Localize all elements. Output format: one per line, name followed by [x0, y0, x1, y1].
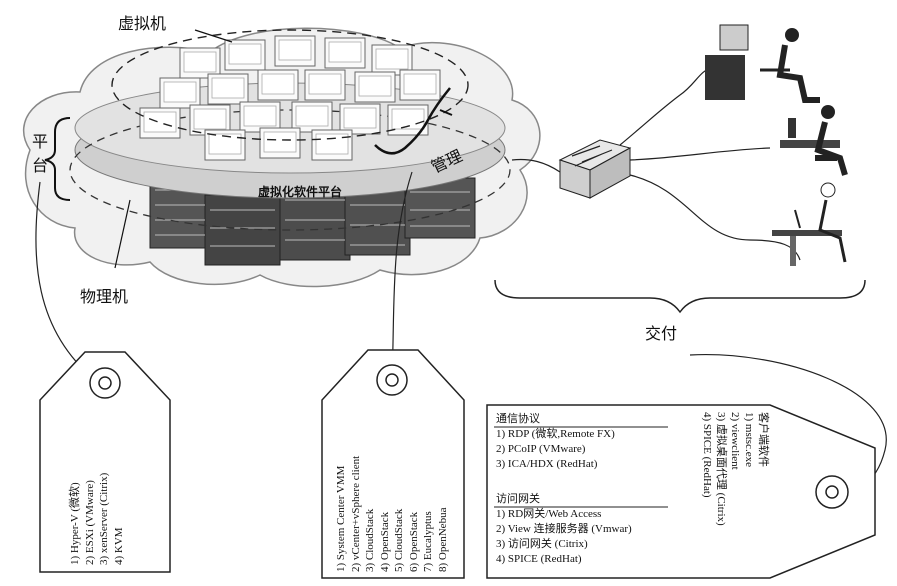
list-item: 1) RD网关/Web Access — [496, 508, 602, 520]
cable-switch-user2 — [629, 147, 771, 161]
gateway-title: 访问网关 — [496, 493, 540, 505]
vm-dashed-ellipse — [111, 29, 469, 141]
list-item: 4) KVM — [112, 527, 125, 565]
list-item: 1) RDP (微软,Remote FX) — [496, 428, 615, 440]
list-item: 2) vCenter+vSphere client — [349, 455, 362, 572]
list-item: 2) ESXi (VMware) — [83, 480, 96, 565]
protocols-title: 通信协议 — [496, 413, 540, 425]
tag3-gateways: 访问网关 1) RD网关/Web Access 2) View 连接服务器 (V… — [496, 492, 632, 567]
vm-screens — [143, 39, 437, 155]
vm-label: 虚拟机 — [118, 14, 167, 33]
physical-dashed-ellipse — [69, 109, 511, 231]
tag3-ring-outer — [815, 475, 849, 509]
user-desk-2 — [780, 105, 848, 176]
tag3-ring-inner — [825, 485, 839, 499]
tag1-ring-inner — [98, 376, 112, 390]
tag2-ring-outer — [376, 364, 408, 396]
tag2-shape — [321, 349, 465, 579]
list-item: 1) System Center VMM — [335, 465, 347, 572]
list-item: 3) ICA/HDX (RedHat) — [496, 458, 598, 470]
management-brace-tip — [439, 109, 453, 116]
tag1-shape — [39, 351, 171, 573]
tag3-shape — [486, 404, 876, 579]
management-brace — [374, 87, 451, 155]
list-item: 4) OpenStack — [378, 511, 391, 572]
tag3-protocols: 通信协议 1) RDP (微软,Remote FX) 2) PCoIP (VMw… — [496, 412, 615, 472]
list-item: 5) CloudStack — [393, 508, 405, 572]
physical-leader — [114, 199, 131, 269]
tag3-clients: 客户端软件 1) mstsc.exe 2) viewclient 3) 虚拟桌面… — [700, 412, 770, 526]
tag2-ring-inner — [385, 373, 399, 387]
string-platform-tag1 — [35, 181, 96, 381]
list-item: 6) OpenStack — [407, 511, 420, 572]
list-item: 4) SPICE (RedHat) — [496, 553, 582, 565]
list-item: 3) 访问网关 (Citrix) — [496, 538, 588, 550]
delivery-brace — [494, 279, 866, 314]
cable-switch-user3 — [629, 174, 801, 261]
virt-platform-label: 虚拟化软件平台 — [258, 185, 343, 199]
platform-label-2: 台 — [32, 156, 49, 175]
list-item: 2) View 连接服务器 (Vmwar) — [496, 523, 632, 535]
network-switch — [558, 139, 632, 199]
list-item: 7) Eucalyptus — [422, 511, 434, 572]
list-item: 8) OpenNebua — [436, 507, 449, 572]
list-item: 1) Hyper-V (微软) — [69, 482, 81, 565]
cable-switch-user1 — [619, 67, 713, 146]
delivery-label: 交付 — [645, 324, 678, 343]
list-item: 1) mstsc.exe — [743, 412, 755, 467]
platform-brace — [44, 117, 71, 201]
list-item: 3) 虚拟桌面代理 (Citrix) — [715, 412, 727, 526]
list-item: 3) CloudStack — [364, 508, 376, 572]
vm-leader — [194, 29, 233, 43]
user-desk-1 — [705, 24, 820, 103]
physical-label: 物理机 — [80, 287, 129, 306]
platform-label-1: 平 — [32, 132, 49, 151]
cable-cloud-switch — [511, 158, 561, 173]
tag1-list: 1) Hyper-V (微软) 2) ESXi (VMware) 3) xenS… — [68, 473, 126, 565]
list-item: 4) SPICE (RedHat) — [701, 412, 713, 498]
list-item: 2) viewclient — [729, 412, 741, 470]
tag1-ring-outer — [89, 367, 121, 399]
list-item: 3) xenServer (Citrix) — [98, 472, 110, 565]
client-title: 客户端软件 — [757, 412, 769, 467]
list-item: 2) PCoIP (VMware) — [496, 443, 586, 455]
user-desk-3 — [772, 182, 847, 266]
tag2-list: 1) System Center VMM 2) vCenter+vSphere … — [334, 456, 450, 572]
